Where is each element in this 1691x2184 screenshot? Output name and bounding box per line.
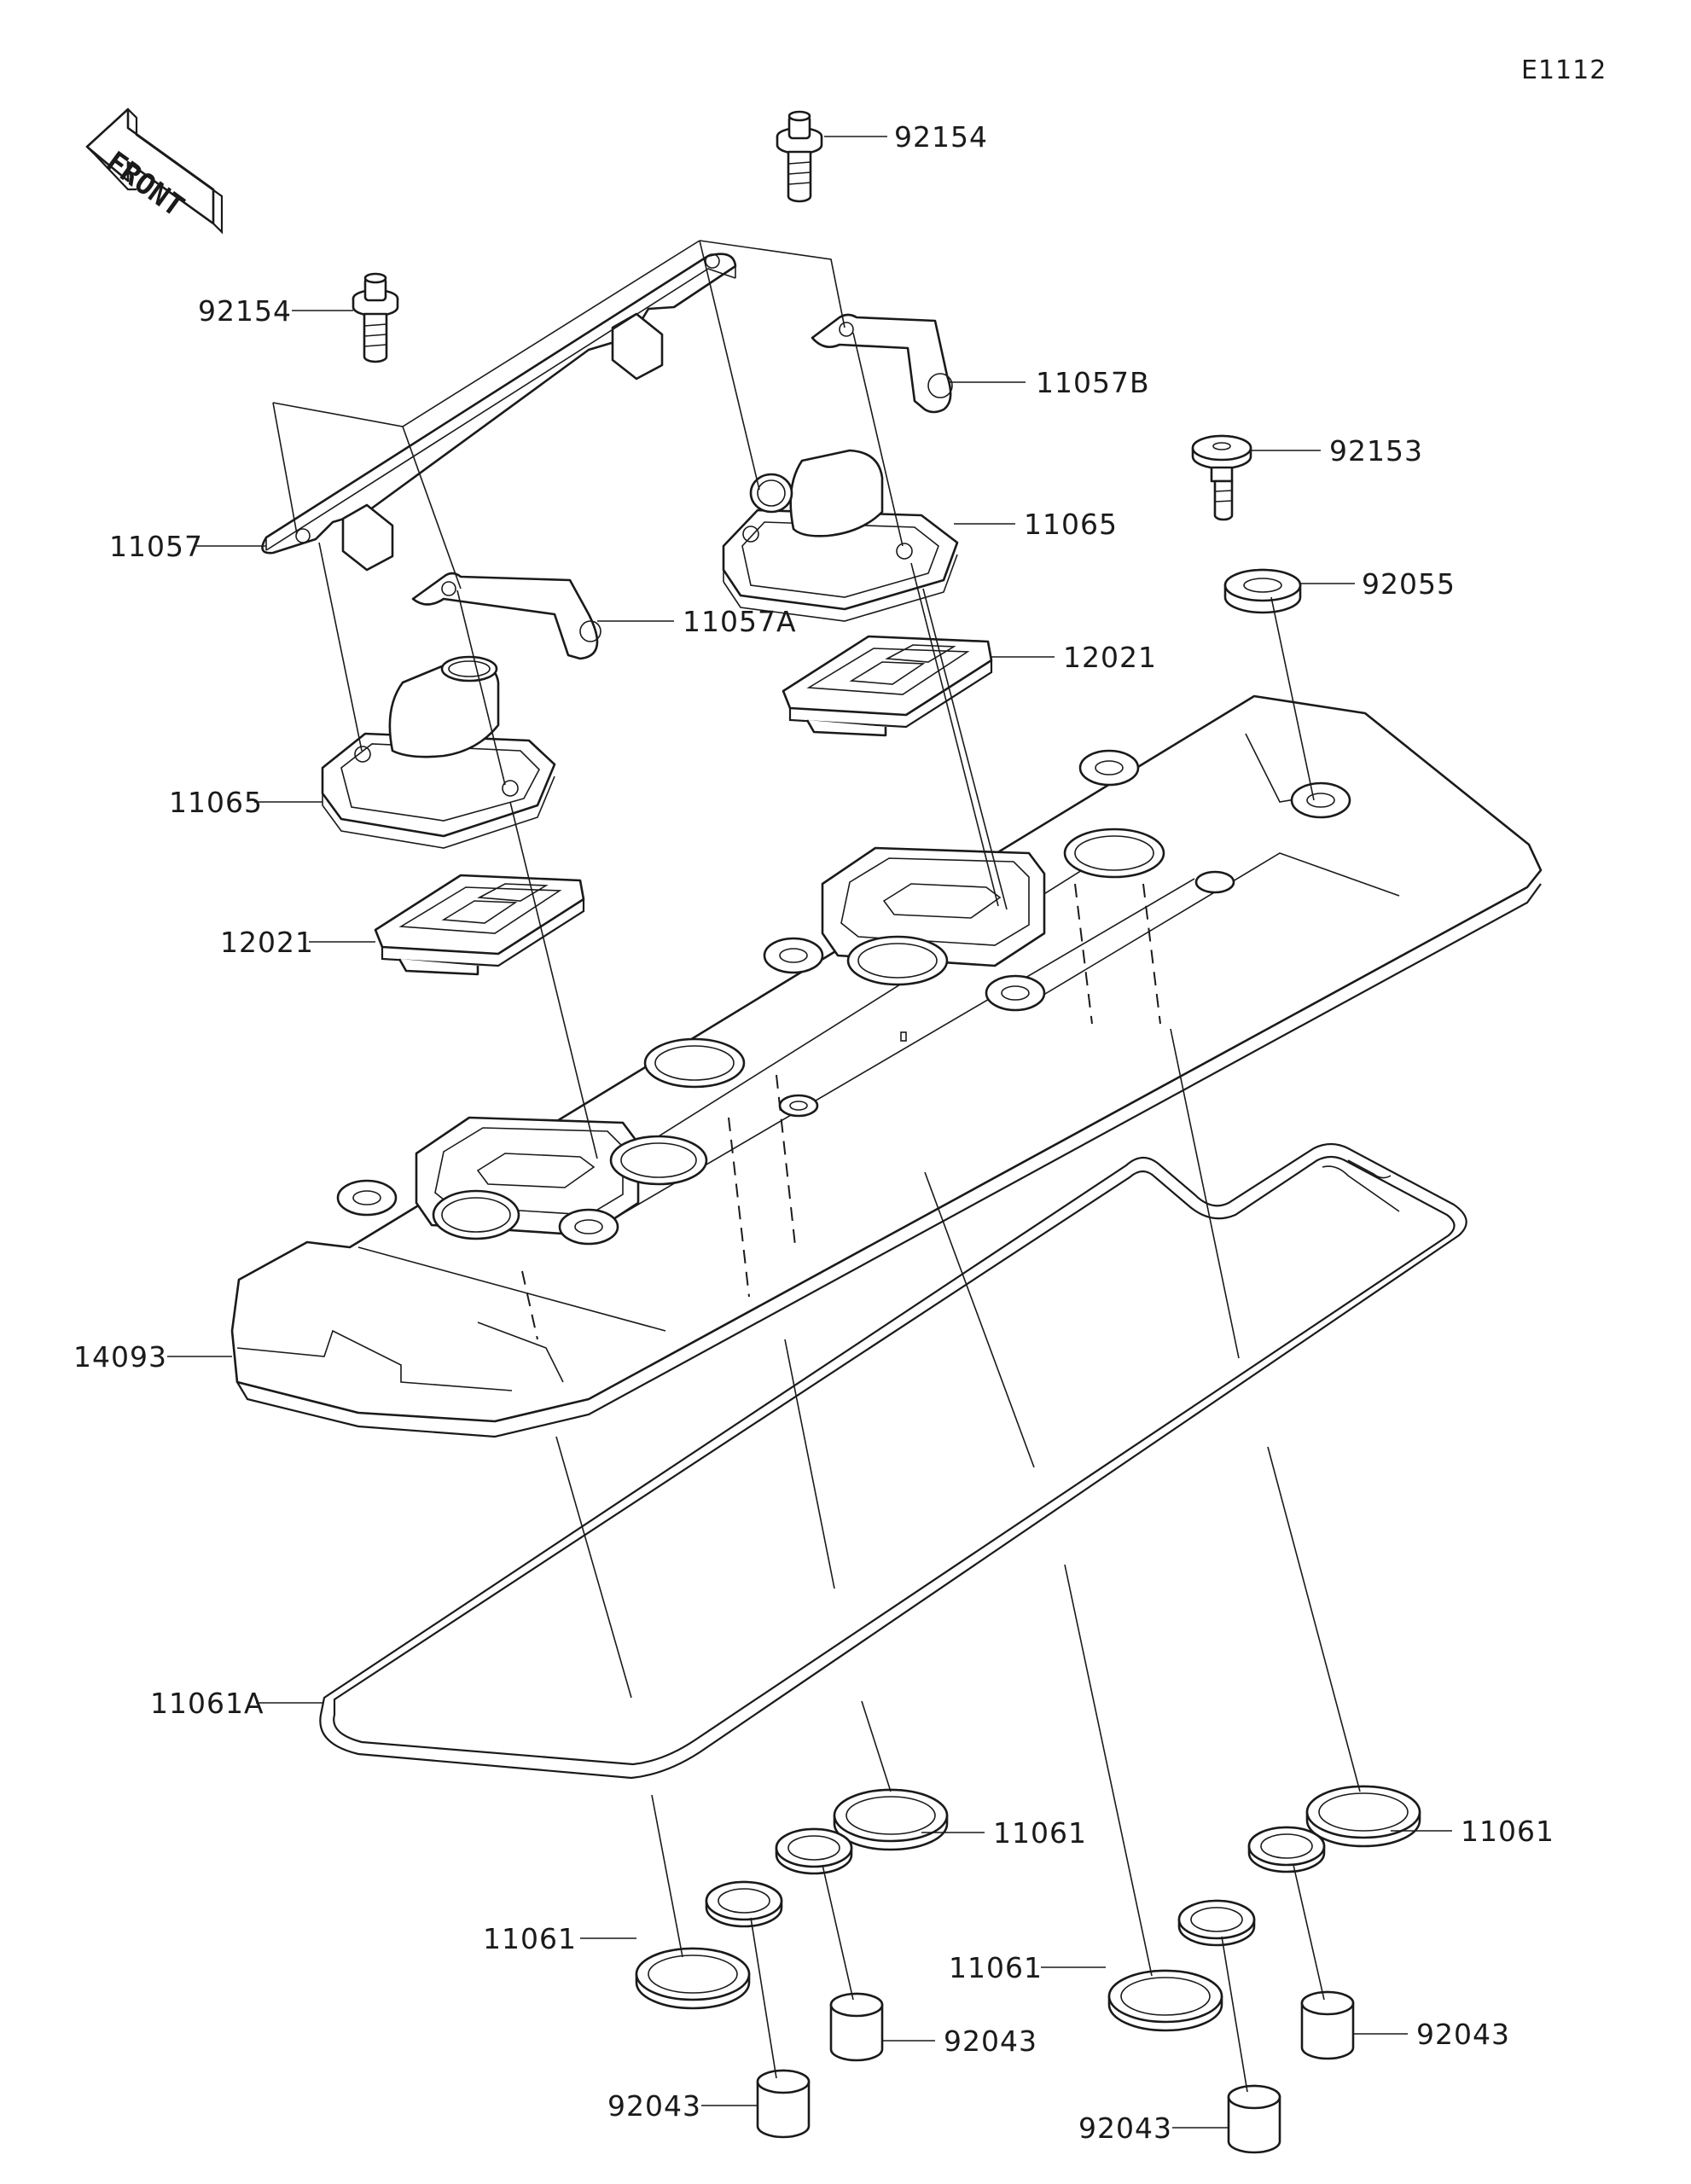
cylinder-head-cover-14093 bbox=[230, 694, 1543, 1438]
dowel-92043-b bbox=[829, 1992, 884, 2062]
part-label-11065-right: 11065 bbox=[1024, 508, 1118, 541]
part-label-11061-right: 11061 bbox=[1461, 1815, 1554, 1848]
plate-11057B bbox=[811, 313, 953, 414]
part-label-14093: 14093 bbox=[73, 1340, 167, 1374]
part-label-92043-b: 92043 bbox=[944, 2024, 1037, 2058]
front-arrow-icon: FRONT bbox=[85, 107, 224, 235]
part-label-11057A: 11057A bbox=[683, 605, 797, 638]
dowel-92043-c bbox=[1227, 2084, 1281, 2154]
part-label-92043-a: 92043 bbox=[607, 2089, 701, 2123]
assembly-lines bbox=[272, 240, 1361, 2093]
part-label-11061-mid: 11061 bbox=[993, 1816, 1087, 1850]
figure-code: E1112 bbox=[1521, 55, 1607, 85]
dowel-92043-d bbox=[1300, 1990, 1355, 2060]
plate-12021-left bbox=[374, 874, 585, 976]
seal-11061-right bbox=[1247, 1785, 1421, 1873]
part-labels: 92154 92154 11057B 92153 11057 11065 920… bbox=[73, 120, 1554, 2145]
part-label-92154-top: 92154 bbox=[894, 120, 988, 154]
breather-cover-11065-right bbox=[722, 449, 959, 622]
washer-92055 bbox=[1223, 568, 1302, 614]
part-label-12021-left: 12021 bbox=[220, 926, 314, 959]
part-label-92154-left: 92154 bbox=[198, 294, 292, 328]
part-label-11065-left: 11065 bbox=[169, 786, 263, 819]
part-label-11061-center: 11061 bbox=[949, 1951, 1043, 1984]
part-label-11061A: 11061A bbox=[150, 1687, 264, 1720]
dowel-92043-a bbox=[756, 2069, 811, 2139]
part-label-12021-right: 12021 bbox=[1063, 641, 1157, 674]
part-label-11057: 11057 bbox=[109, 530, 203, 563]
seal-11061-left bbox=[635, 1880, 783, 2010]
seal-11061-center bbox=[1107, 1899, 1256, 2032]
breather-cover-11065-left bbox=[321, 655, 556, 849]
plate-11057A bbox=[411, 572, 601, 660]
part-label-92055: 92055 bbox=[1362, 567, 1456, 601]
part-label-11061-left: 11061 bbox=[483, 1922, 577, 1955]
plate-11057 bbox=[261, 253, 737, 572]
part-label-92153: 92153 bbox=[1329, 434, 1423, 468]
seal-11061-mid bbox=[775, 1788, 949, 1875]
bolt-92154-left bbox=[352, 272, 399, 363]
plate-12021-right bbox=[782, 635, 993, 737]
part-label-11057B: 11057B bbox=[1036, 366, 1150, 399]
bolt-92154-top bbox=[776, 110, 823, 203]
leader-lines bbox=[167, 136, 1452, 2129]
bolt-92153 bbox=[1191, 434, 1252, 521]
gasket-11061A bbox=[319, 1142, 1467, 1780]
part-label-92043-c: 92043 bbox=[1078, 2111, 1172, 2145]
part-label-92043-d: 92043 bbox=[1416, 2018, 1510, 2051]
